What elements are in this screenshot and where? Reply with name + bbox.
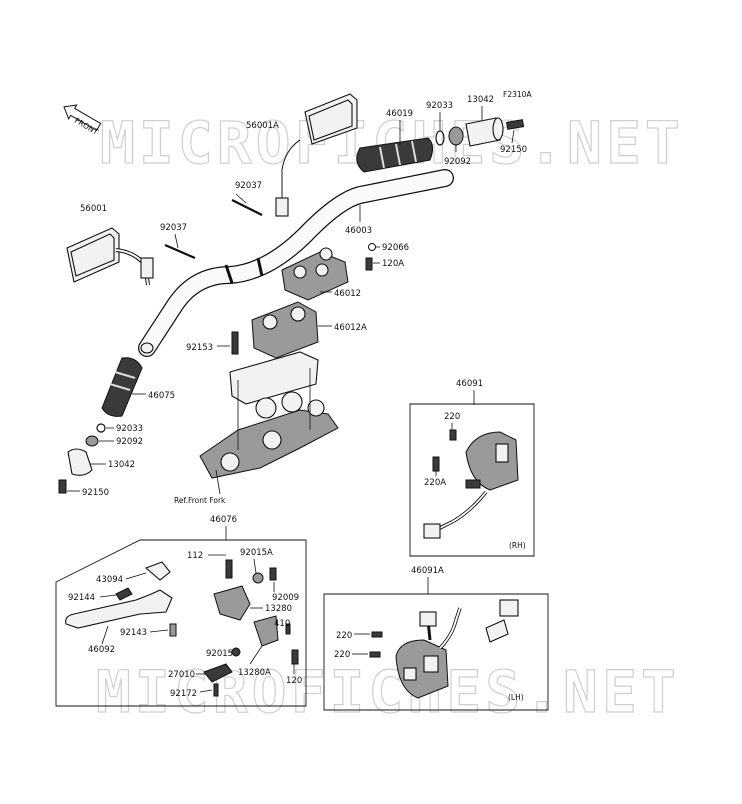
- callout-220-b: 220: [336, 631, 352, 641]
- callout-46003: 46003: [345, 226, 372, 236]
- callout-92033-a: 92033: [426, 101, 453, 111]
- steering-clamp-icon: [199, 351, 339, 479]
- callout-92033-b: 92033: [116, 424, 143, 434]
- watermark-top: MICROFICHES.NET: [100, 109, 684, 177]
- callout-112: 112: [187, 551, 203, 561]
- callout-46012: 46012: [334, 289, 361, 299]
- callout-92153: 92153: [186, 343, 213, 353]
- callout-13042-b: 13042: [108, 460, 135, 470]
- callout-92015A: 92015A: [240, 548, 273, 558]
- callout-56001: 56001: [80, 204, 107, 214]
- callout-13042-a: 13042: [467, 95, 494, 105]
- callout-220-a: 220: [444, 412, 460, 422]
- callout-13280: 13280: [265, 604, 292, 614]
- callout-46075: 46075: [148, 391, 175, 401]
- handlebar-holder-lower-icon: [251, 301, 319, 359]
- callout-46092: 46092: [88, 645, 115, 655]
- callout-13280A: 13280A: [238, 668, 271, 678]
- callout-92150-a: 92150: [500, 145, 527, 155]
- callout-220A: 220A: [424, 478, 446, 488]
- callout-92172: 92172: [170, 689, 197, 699]
- callout-43094: 43094: [96, 575, 123, 585]
- lh-switch-box: [323, 593, 549, 711]
- callout-27010: 27010: [168, 670, 195, 680]
- callout-46019: 46019: [386, 109, 413, 119]
- handlebar-holder-upper-icon: [281, 247, 349, 301]
- callout-92092-b: 92092: [116, 437, 143, 447]
- callout-46091A: 46091A: [411, 566, 444, 576]
- callout-92037-a: 92037: [235, 181, 262, 191]
- callout-92143: 92143: [120, 628, 147, 638]
- ref-front-fork-label: Ref.Front Fork: [174, 496, 226, 505]
- front-arrow-icon: [63, 104, 102, 132]
- rh-switch-box: [409, 403, 535, 557]
- callout-92150-b: 92150: [82, 488, 109, 498]
- rh-label: (RH): [509, 541, 526, 550]
- callout-92009: 92009: [272, 593, 299, 603]
- callout-46012A: 46012A: [334, 323, 367, 333]
- mirror-left-icon: [66, 227, 154, 286]
- callout-92066: 92066: [382, 243, 409, 253]
- callout-56001A: 56001A: [246, 121, 279, 131]
- callout-120: 120: [286, 676, 302, 686]
- right-grip-icon: [356, 117, 525, 173]
- left-grip-icon: [58, 357, 143, 494]
- callout-92015: 92015: [206, 649, 233, 659]
- callout-92037-b: 92037: [160, 223, 187, 233]
- callout-120A: 120A: [382, 259, 404, 269]
- mirror-right-icon: [275, 93, 358, 217]
- handlebar-icon: [138, 169, 454, 357]
- callout-220-c: 220: [334, 650, 350, 660]
- callout-46091: 46091: [456, 379, 483, 389]
- callout-92144: 92144: [68, 593, 95, 603]
- figure-code: F2310A: [503, 90, 532, 99]
- rh-switch-housing-icon: [423, 429, 519, 539]
- callout-46076: 46076: [210, 515, 237, 525]
- watermark-bottom: MICROFICHES.NET: [96, 658, 680, 726]
- callout-410: 410: [274, 619, 290, 629]
- clutch-lever-icon: [65, 559, 299, 697]
- callout-92092-a: 92092: [444, 157, 471, 167]
- lh-label: (LH): [508, 693, 524, 702]
- lh-switch-housing-icon: [369, 599, 519, 699]
- lever-box: [55, 539, 307, 707]
